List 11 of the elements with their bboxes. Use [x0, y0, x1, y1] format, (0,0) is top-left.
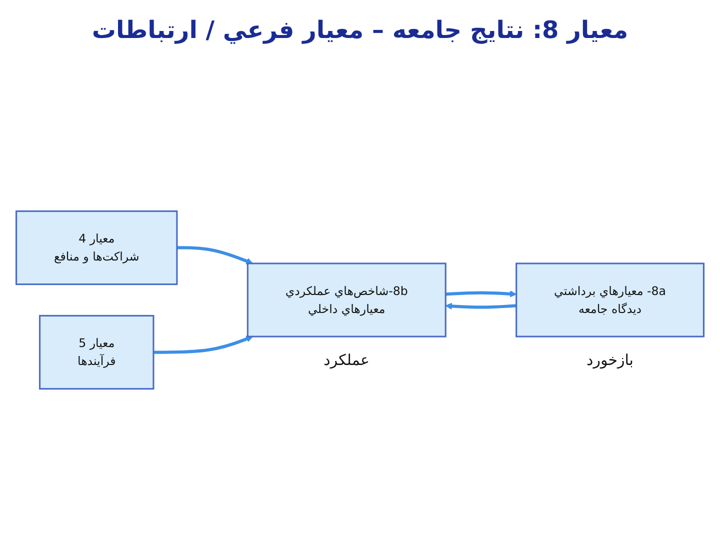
process-box: 8b-شاخص‌هاي عملكردي معيارهاي داخلي [246, 262, 446, 338]
arrow [446, 290, 517, 298]
process-box: معيار 4 شراكت‌ها و منافع [16, 210, 178, 286]
arrow [445, 302, 516, 310]
title: معيار 8: نتايج جامعه – معيار فرعي / ارتباطات [92, 16, 628, 44]
node-caption: عملكرد [324, 350, 370, 369]
process-box: معيار 5 فرآيندها [38, 314, 154, 390]
process-box: 8a- معيارهاي برداشتي ديدگاه جامعه [516, 262, 704, 338]
node-caption: بازخورد [586, 350, 634, 369]
arrow [176, 246, 254, 264]
arrow [153, 336, 254, 354]
